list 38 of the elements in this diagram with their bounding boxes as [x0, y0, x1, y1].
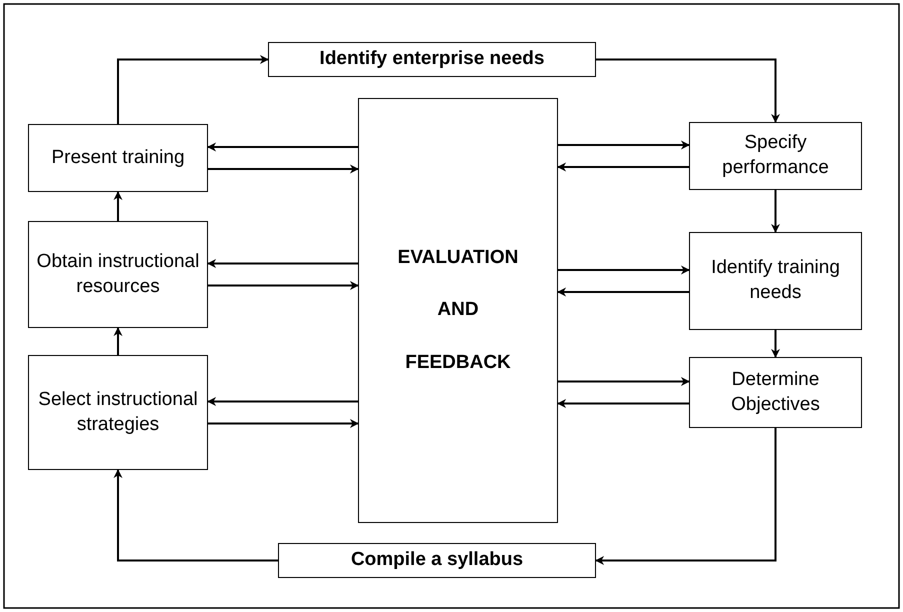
- arrow: [208, 164, 359, 174]
- arrow: [558, 140, 690, 150]
- process-box: [689, 357, 862, 428]
- box-label: Compile a syllabus: [350, 548, 524, 572]
- arrow: [595, 428, 776, 565]
- box-label: Determine Objectives: [730, 368, 821, 416]
- arrow: [114, 469, 278, 562]
- arrow: [117, 55, 269, 124]
- box-label: Identify training needs: [710, 256, 841, 305]
- box-label: Specify performance: [721, 131, 830, 180]
- process-box: [689, 232, 862, 330]
- process-box: [28, 355, 208, 470]
- arrow: [114, 191, 122, 221]
- box-label: EVALUATION AND FEEDBACK: [396, 246, 520, 375]
- arrow: [207, 259, 358, 268]
- process-box: [278, 543, 596, 578]
- arrow: [771, 330, 780, 358]
- arrow: [208, 281, 359, 290]
- process-box: [28, 124, 208, 192]
- box-label: Select instructional strategies: [37, 388, 199, 436]
- box-label: Identify enterprise needs: [320, 47, 544, 72]
- process-box: [689, 122, 862, 190]
- process-box: [28, 221, 208, 328]
- box-label: Obtain instructional resources: [36, 250, 200, 298]
- arrow: [558, 377, 690, 386]
- arrow: [557, 162, 689, 172]
- arrow: [207, 142, 358, 152]
- arrow: [557, 288, 689, 296]
- arrow: [771, 190, 780, 233]
- arrow: [114, 327, 122, 355]
- arrow: [557, 399, 689, 408]
- arrow: [596, 58, 780, 123]
- arrow: [207, 397, 358, 406]
- arrow: [558, 266, 690, 274]
- box-label: Present training: [51, 146, 185, 170]
- arrow: [208, 419, 359, 428]
- process-box: [268, 42, 596, 77]
- central-box: [358, 98, 558, 523]
